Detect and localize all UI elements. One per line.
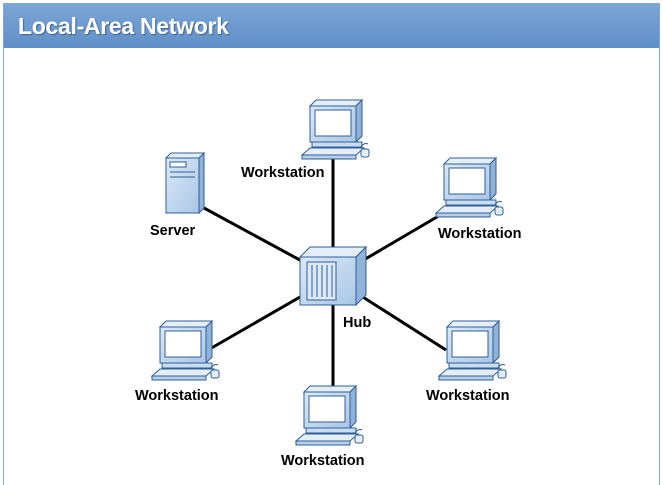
workstation-icon bbox=[438, 320, 507, 381]
workstation-label: Workstation bbox=[135, 388, 219, 404]
server-label: Server bbox=[150, 223, 196, 239]
workstation-icon bbox=[435, 157, 504, 218]
server-icon bbox=[164, 151, 206, 215]
workstation-icon bbox=[295, 385, 364, 446]
workstation-label: Workstation bbox=[281, 453, 365, 469]
hub-label: Hub bbox=[343, 315, 371, 331]
hub-icon bbox=[298, 245, 368, 307]
workstation-icon bbox=[301, 99, 370, 160]
workstation-label: Workstation bbox=[241, 165, 325, 181]
title-bar: Local-Area Network bbox=[4, 4, 659, 48]
workstation-icon bbox=[151, 320, 220, 381]
workstation-label: Workstation bbox=[438, 226, 522, 242]
page-title: Local-Area Network bbox=[18, 13, 229, 39]
workstation-label: Workstation bbox=[426, 388, 510, 404]
